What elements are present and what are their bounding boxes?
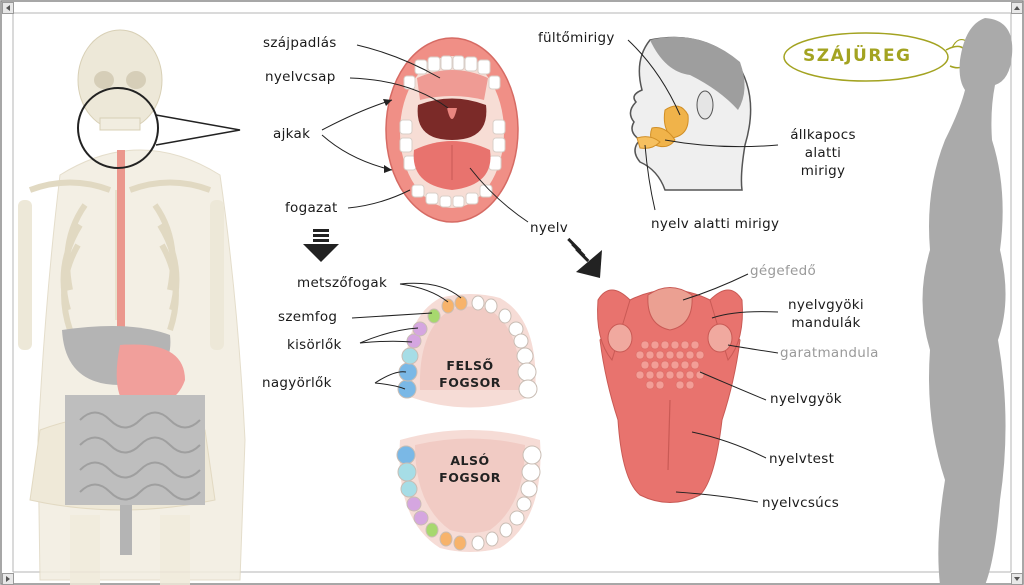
label-also-line2: FOGSOR [439,470,501,485]
label-nyelv: nyelv [530,220,569,236]
down-arrow-icon [303,229,339,262]
label-nyelvcsap: nyelvcsap [265,69,336,85]
label-felso-line2: FOGSOR [439,375,501,390]
label-nyelvtest: nyelvtest [769,451,835,467]
upper-dental-arch [397,294,538,408]
label-szajpadlas: szájpadlás [263,35,337,51]
label-garatmandula: garatmandula [780,345,879,361]
label-fultomirigy: fültőmirigy [538,30,615,46]
page-title: SZÁJÜREG [803,46,912,66]
label-nyelvgyoki-line1: nyelvgyöki [788,297,864,313]
label-nyelvgyoki-line2: mandulák [791,315,861,331]
scroll-up-icon[interactable] [1011,2,1023,14]
label-kisorlok: kisörlők [287,337,342,353]
head-profile [629,36,752,191]
scroll-left-icon[interactable] [2,2,14,14]
label-nyelvcsucs: nyelvcsúcs [762,495,840,511]
label-also-fogsor: ALSÓ FOGSOR [432,452,508,486]
mouth-illustration [385,37,519,223]
magnifier-circle [77,87,159,169]
diagonal-arrow-icon [567,237,602,278]
skeleton-torso [18,29,246,585]
label-nagyorlok: nagyörlők [262,375,332,391]
label-allkapocs-line3: mirigy [800,163,846,179]
label-fogazat: fogazat [285,200,338,216]
label-gegefedo: gégefedő [750,263,817,279]
lower-dental-arch [396,430,542,552]
label-allkapocs-line2: alatti [804,145,842,161]
label-felso-fogsor: FELSŐ FOGSOR [432,357,508,391]
label-nyelv-alatti-mirigy: nyelv alatti mirigy [651,216,780,232]
tongue-illustration [597,287,743,503]
label-ajkak: ajkak [273,126,311,142]
label-metszofogak: metszőfogak [297,275,388,291]
label-nyelvgyoki-mandulak: nyelvgyöki mandulák [781,296,871,332]
label-also-line1: ALSÓ [450,453,490,468]
label-allkapocs-line1: állkapocs [790,127,856,143]
label-allkapocs-alatti-mirigy: állkapocs alatti mirigy [783,126,863,180]
person-silhouette [922,18,1013,585]
label-felso-line1: FELSŐ [446,358,494,373]
label-nyelvgyok: nyelvgyök [770,391,842,407]
label-szemfog: szemfog [278,309,338,325]
